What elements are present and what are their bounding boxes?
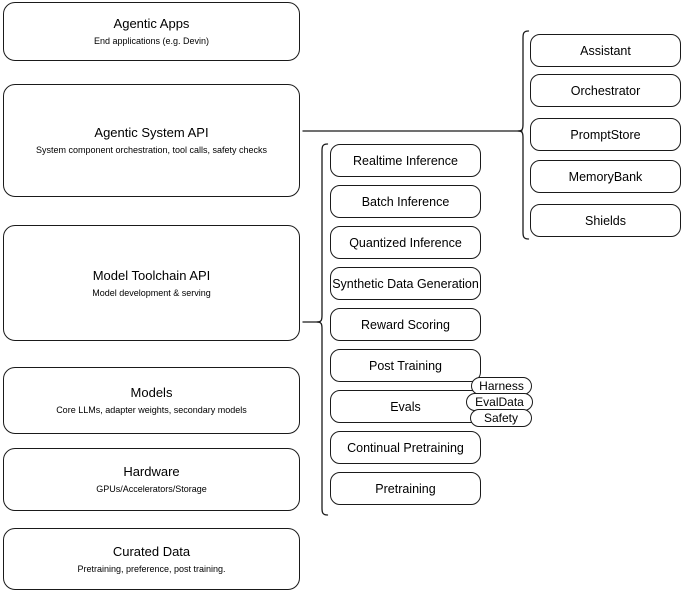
toolchain-box-pretraining[interactable]: Pretraining bbox=[330, 472, 481, 505]
layer-box-models[interactable]: Models Core LLMs, adapter weights, secon… bbox=[3, 367, 300, 434]
toolchain-box-quantized-inference[interactable]: Quantized Inference bbox=[330, 226, 481, 259]
system-label: MemoryBank bbox=[568, 169, 643, 184]
toolchain-box-synthetic-data-generation[interactable]: Synthetic Data Generation bbox=[330, 267, 481, 300]
layer-subtitle: Pretraining, preference, post training. bbox=[77, 563, 226, 574]
layer-title: Curated Data bbox=[112, 543, 191, 559]
bracket-system-components bbox=[517, 30, 530, 240]
layer-subtitle: GPUs/Accelerators/Storage bbox=[96, 484, 207, 494]
layer-box-hardware[interactable]: Hardware GPUs/Accelerators/Storage bbox=[3, 448, 300, 511]
eval-pill-label: Safety bbox=[483, 411, 519, 425]
toolchain-label: Post Training bbox=[369, 358, 442, 373]
toolchain-label: Synthetic Data Generation bbox=[332, 276, 479, 291]
toolchain-label: Realtime Inference bbox=[353, 153, 458, 168]
toolchain-label: Batch Inference bbox=[361, 194, 450, 209]
system-box-assistant[interactable]: Assistant bbox=[530, 34, 681, 67]
toolchain-label: Evals bbox=[390, 399, 421, 414]
toolchain-box-evals[interactable]: Evals bbox=[330, 390, 481, 423]
system-box-memorybank[interactable]: MemoryBank bbox=[530, 160, 681, 193]
toolchain-box-continual-pretraining[interactable]: Continual Pretraining bbox=[330, 431, 481, 464]
layer-title: Agentic System API bbox=[94, 125, 209, 140]
system-box-shields[interactable]: Shields bbox=[530, 204, 681, 237]
system-label: PromptStore bbox=[570, 127, 641, 142]
system-label: Shields bbox=[585, 213, 626, 228]
system-box-promptstore[interactable]: PromptStore bbox=[530, 118, 681, 151]
layer-box-agentic-system-api[interactable]: Agentic System API System component orch… bbox=[3, 84, 300, 197]
layer-box-curated-data[interactable]: Curated Data Pretraining, preference, po… bbox=[3, 528, 300, 590]
bracket-toolchain-components bbox=[316, 143, 329, 516]
layer-subtitle: End applications (e.g. Devin) bbox=[93, 36, 210, 46]
system-box-orchestrator[interactable]: Orchestrator bbox=[530, 74, 681, 107]
layer-subtitle: Core LLMs, adapter weights, secondary mo… bbox=[56, 405, 247, 415]
layer-title: Hardware bbox=[123, 464, 180, 479]
layer-box-model-toolchain-api[interactable]: Model Toolchain API Model development & … bbox=[3, 225, 300, 341]
eval-pill-label: EvalData bbox=[475, 395, 524, 409]
system-label: Orchestrator bbox=[570, 83, 641, 98]
toolchain-box-post-training[interactable]: Post Training bbox=[330, 349, 481, 382]
toolchain-box-reward-scoring[interactable]: Reward Scoring bbox=[330, 308, 481, 341]
layer-title: Models bbox=[130, 385, 173, 400]
eval-pill-label: Harness bbox=[479, 379, 524, 393]
toolchain-box-realtime-inference[interactable]: Realtime Inference bbox=[330, 144, 481, 177]
toolchain-label: Reward Scoring bbox=[361, 317, 450, 332]
layer-title: Agentic Apps bbox=[113, 16, 190, 31]
layer-box-agentic-apps[interactable]: Agentic Apps End applications (e.g. Devi… bbox=[3, 2, 300, 61]
toolchain-box-batch-inference[interactable]: Batch Inference bbox=[330, 185, 481, 218]
layer-title: Model Toolchain API bbox=[92, 267, 211, 283]
system-label: Assistant bbox=[580, 43, 631, 58]
layer-subtitle: System component orchestration, tool cal… bbox=[35, 145, 268, 155]
toolchain-label: Pretraining bbox=[375, 481, 436, 496]
toolchain-label: Quantized Inference bbox=[349, 235, 462, 250]
toolchain-label: Continual Pretraining bbox=[347, 440, 464, 455]
layer-subtitle: Model development & serving bbox=[92, 287, 211, 298]
eval-pill-safety[interactable]: Safety bbox=[470, 409, 532, 427]
